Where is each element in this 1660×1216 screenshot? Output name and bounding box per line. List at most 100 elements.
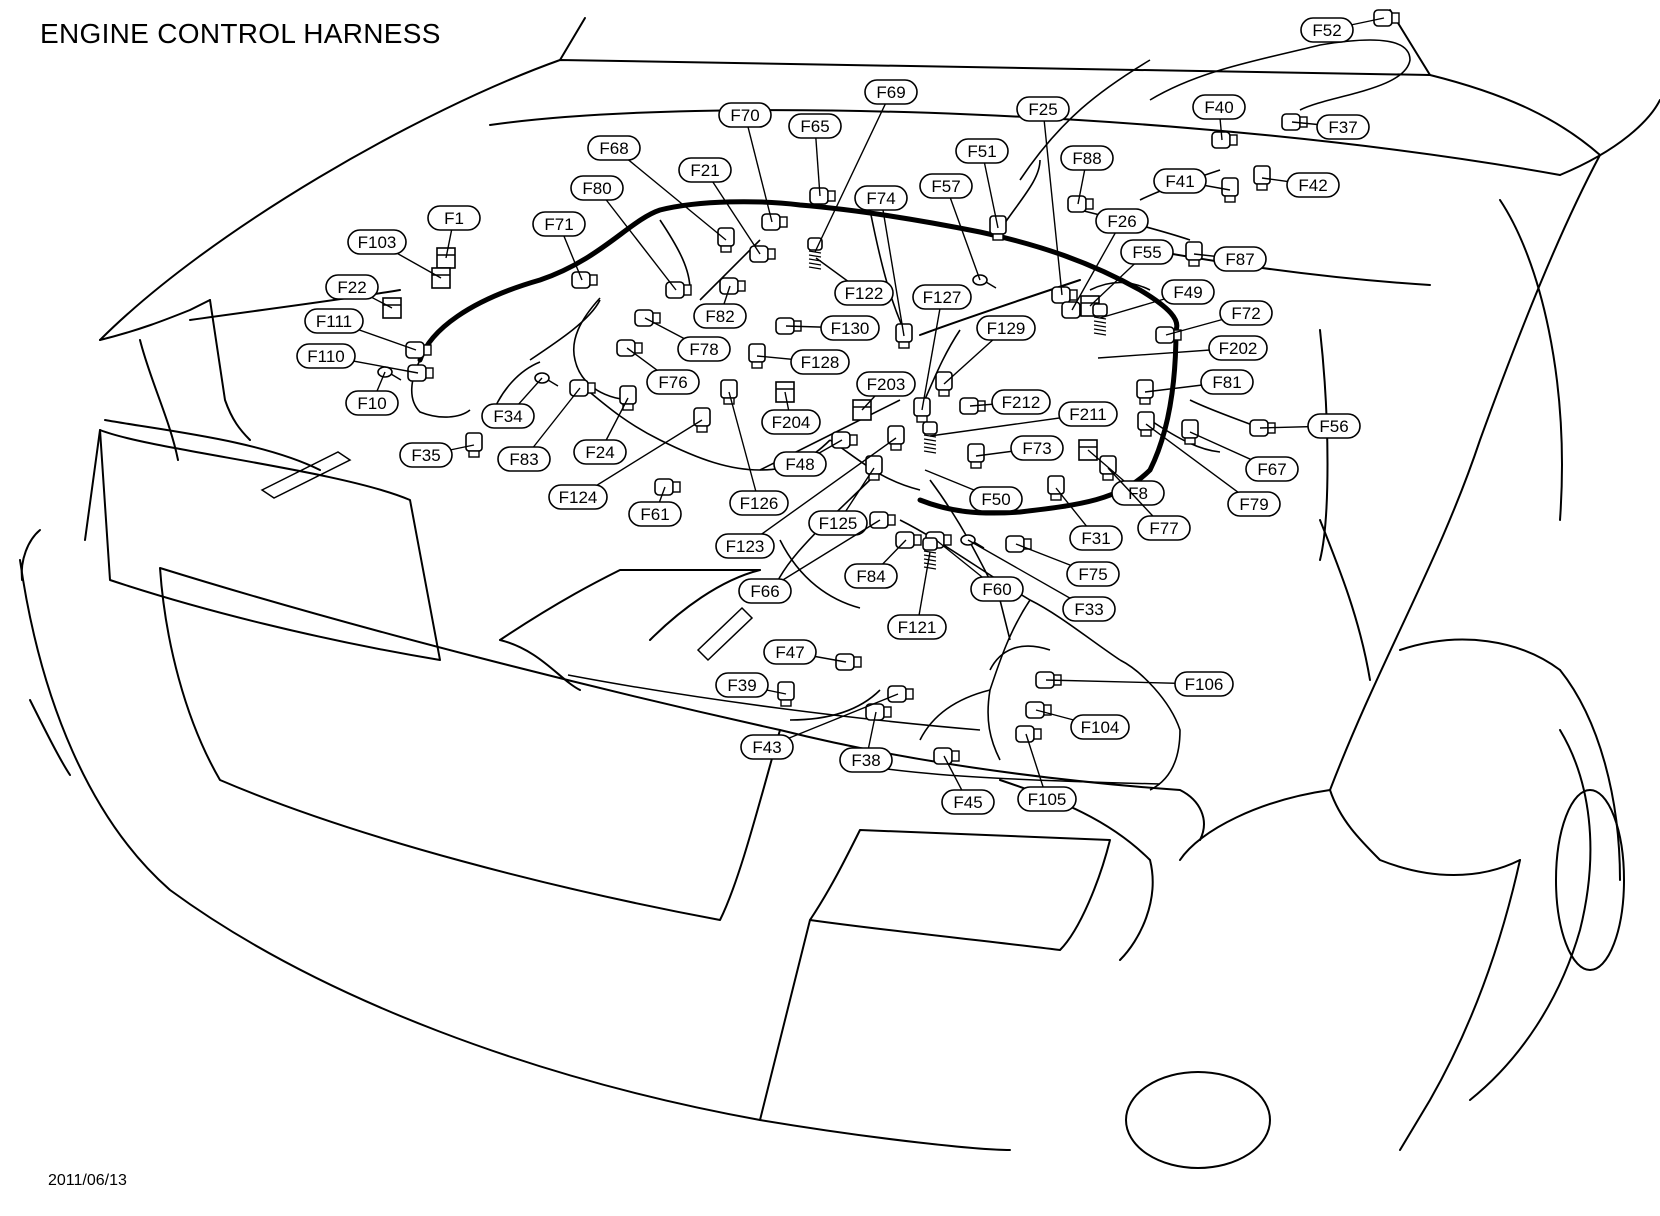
connector-f66[interactable] <box>869 511 896 529</box>
connector-f43[interactable] <box>887 685 914 703</box>
callout-f61[interactable]: F61 <box>628 501 682 527</box>
callout-f68[interactable]: F68 <box>587 135 641 161</box>
callout-f73[interactable]: F73 <box>1010 435 1064 461</box>
connector-f110[interactable] <box>407 364 434 382</box>
callout-f212[interactable]: F212 <box>991 389 1051 415</box>
callout-f127[interactable]: F127 <box>912 284 972 310</box>
callout-f130[interactable]: F130 <box>820 315 880 341</box>
callout-f79[interactable]: F79 <box>1227 491 1281 517</box>
connector-f124[interactable] <box>693 407 711 433</box>
callout-f56[interactable]: F56 <box>1307 413 1361 439</box>
callout-f50[interactable]: F50 <box>969 486 1023 512</box>
connector-f75[interactable] <box>1005 535 1032 553</box>
connector-f105[interactable] <box>1015 725 1042 743</box>
callout-f8[interactable]: F8 <box>1111 480 1165 506</box>
connector-f87[interactable] <box>1185 241 1203 267</box>
callout-f10[interactable]: F10 <box>345 390 399 416</box>
connector-f68[interactable] <box>717 227 735 253</box>
callout-f87[interactable]: F87 <box>1213 246 1267 272</box>
callout-f41[interactable]: F41 <box>1153 168 1207 194</box>
callout-f82[interactable]: F82 <box>693 303 747 329</box>
callout-f211[interactable]: F211 <box>1058 401 1118 427</box>
connector-f65[interactable] <box>809 187 836 205</box>
callout-f111[interactable]: F111 <box>304 308 364 334</box>
connector-f84[interactable] <box>895 531 922 549</box>
connector-f88[interactable] <box>1067 195 1094 213</box>
callout-f35[interactable]: F35 <box>399 442 453 468</box>
connector-f204[interactable] <box>775 381 795 403</box>
connector-f126[interactable] <box>720 379 738 405</box>
callout-f66[interactable]: F66 <box>738 578 792 604</box>
connector-f34[interactable] <box>534 372 559 387</box>
callout-f203[interactable]: F203 <box>856 371 916 397</box>
callout-f52[interactable]: F52 <box>1300 17 1354 43</box>
connector-f41[interactable] <box>1221 177 1239 203</box>
callout-f129[interactable]: F129 <box>976 315 1036 341</box>
connector-f82[interactable] <box>719 277 746 295</box>
callout-f81[interactable]: F81 <box>1200 369 1254 395</box>
connector-f45[interactable] <box>933 747 960 765</box>
callout-f125[interactable]: F125 <box>808 510 868 536</box>
connector-f70[interactable] <box>761 213 788 231</box>
callout-f70[interactable]: F70 <box>718 102 772 128</box>
callout-f126[interactable]: F126 <box>729 490 789 516</box>
connector-f211[interactable] <box>922 421 938 454</box>
callout-f110[interactable]: F110 <box>296 343 356 369</box>
callout-f71[interactable]: F71 <box>532 211 586 237</box>
connector-f129[interactable] <box>935 371 953 397</box>
callout-f45[interactable]: F45 <box>941 789 995 815</box>
connector-f31[interactable] <box>1047 475 1065 501</box>
connector-f71[interactable] <box>571 271 598 289</box>
callout-f76[interactable]: F76 <box>646 369 700 395</box>
callout-f202[interactable]: F202 <box>1208 335 1268 361</box>
connector-f24[interactable] <box>619 385 637 411</box>
callout-f60[interactable]: F60 <box>970 576 1024 602</box>
connector-f73[interactable] <box>967 443 985 469</box>
callout-f42[interactable]: F42 <box>1286 172 1340 198</box>
connector-f40[interactable] <box>1211 131 1238 149</box>
callout-f78[interactable]: F78 <box>677 336 731 362</box>
callout-f72[interactable]: F72 <box>1219 300 1273 326</box>
connector-f111[interactable] <box>405 341 432 359</box>
callout-f122[interactable]: F122 <box>834 280 894 306</box>
callout-f47[interactable]: F47 <box>763 639 817 665</box>
connector-f76[interactable] <box>616 339 643 357</box>
callout-f39[interactable]: F39 <box>715 672 769 698</box>
connector-f61[interactable] <box>654 478 681 496</box>
connector-f57[interactable] <box>972 274 997 289</box>
callout-f37[interactable]: F37 <box>1316 114 1370 140</box>
callout-f69[interactable]: F69 <box>864 79 918 105</box>
connector-f49[interactable] <box>1092 303 1108 336</box>
callout-f55[interactable]: F55 <box>1120 239 1174 265</box>
connector-f37[interactable] <box>1281 113 1308 131</box>
callout-f48[interactable]: F48 <box>773 451 827 477</box>
callout-f88[interactable]: F88 <box>1060 145 1114 171</box>
callout-f43[interactable]: F43 <box>740 734 794 760</box>
callout-f24[interactable]: F24 <box>573 439 627 465</box>
callout-f21[interactable]: F21 <box>678 157 732 183</box>
callout-f34[interactable]: F34 <box>481 403 535 429</box>
callout-f123[interactable]: F123 <box>715 533 775 559</box>
connector-f77[interactable] <box>1099 455 1117 481</box>
callout-f51[interactable]: F51 <box>955 138 1009 164</box>
callout-f22[interactable]: F22 <box>325 274 379 300</box>
callout-f75[interactable]: F75 <box>1066 561 1120 587</box>
callout-f31[interactable]: F31 <box>1069 525 1123 551</box>
callout-f104[interactable]: F104 <box>1070 714 1130 740</box>
connector-f83[interactable] <box>569 379 596 397</box>
connector-f121[interactable] <box>922 537 938 570</box>
callout-f128[interactable]: F128 <box>790 349 850 375</box>
connector-f80[interactable] <box>665 281 692 299</box>
callout-f204[interactable]: F204 <box>761 409 821 435</box>
connector-f78[interactable] <box>634 309 661 327</box>
connector-f25[interactable] <box>1051 286 1078 304</box>
connector-f104[interactable] <box>1025 701 1052 719</box>
connector-f42[interactable] <box>1253 165 1271 191</box>
connector-f128[interactable] <box>748 343 766 369</box>
connector-f72[interactable] <box>1155 326 1182 344</box>
callout-f67[interactable]: F67 <box>1245 456 1299 482</box>
connector-f48[interactable] <box>831 431 858 449</box>
callout-f84[interactable]: F84 <box>844 563 898 589</box>
callout-f57[interactable]: F57 <box>919 173 973 199</box>
callout-f106[interactable]: F106 <box>1174 671 1234 697</box>
